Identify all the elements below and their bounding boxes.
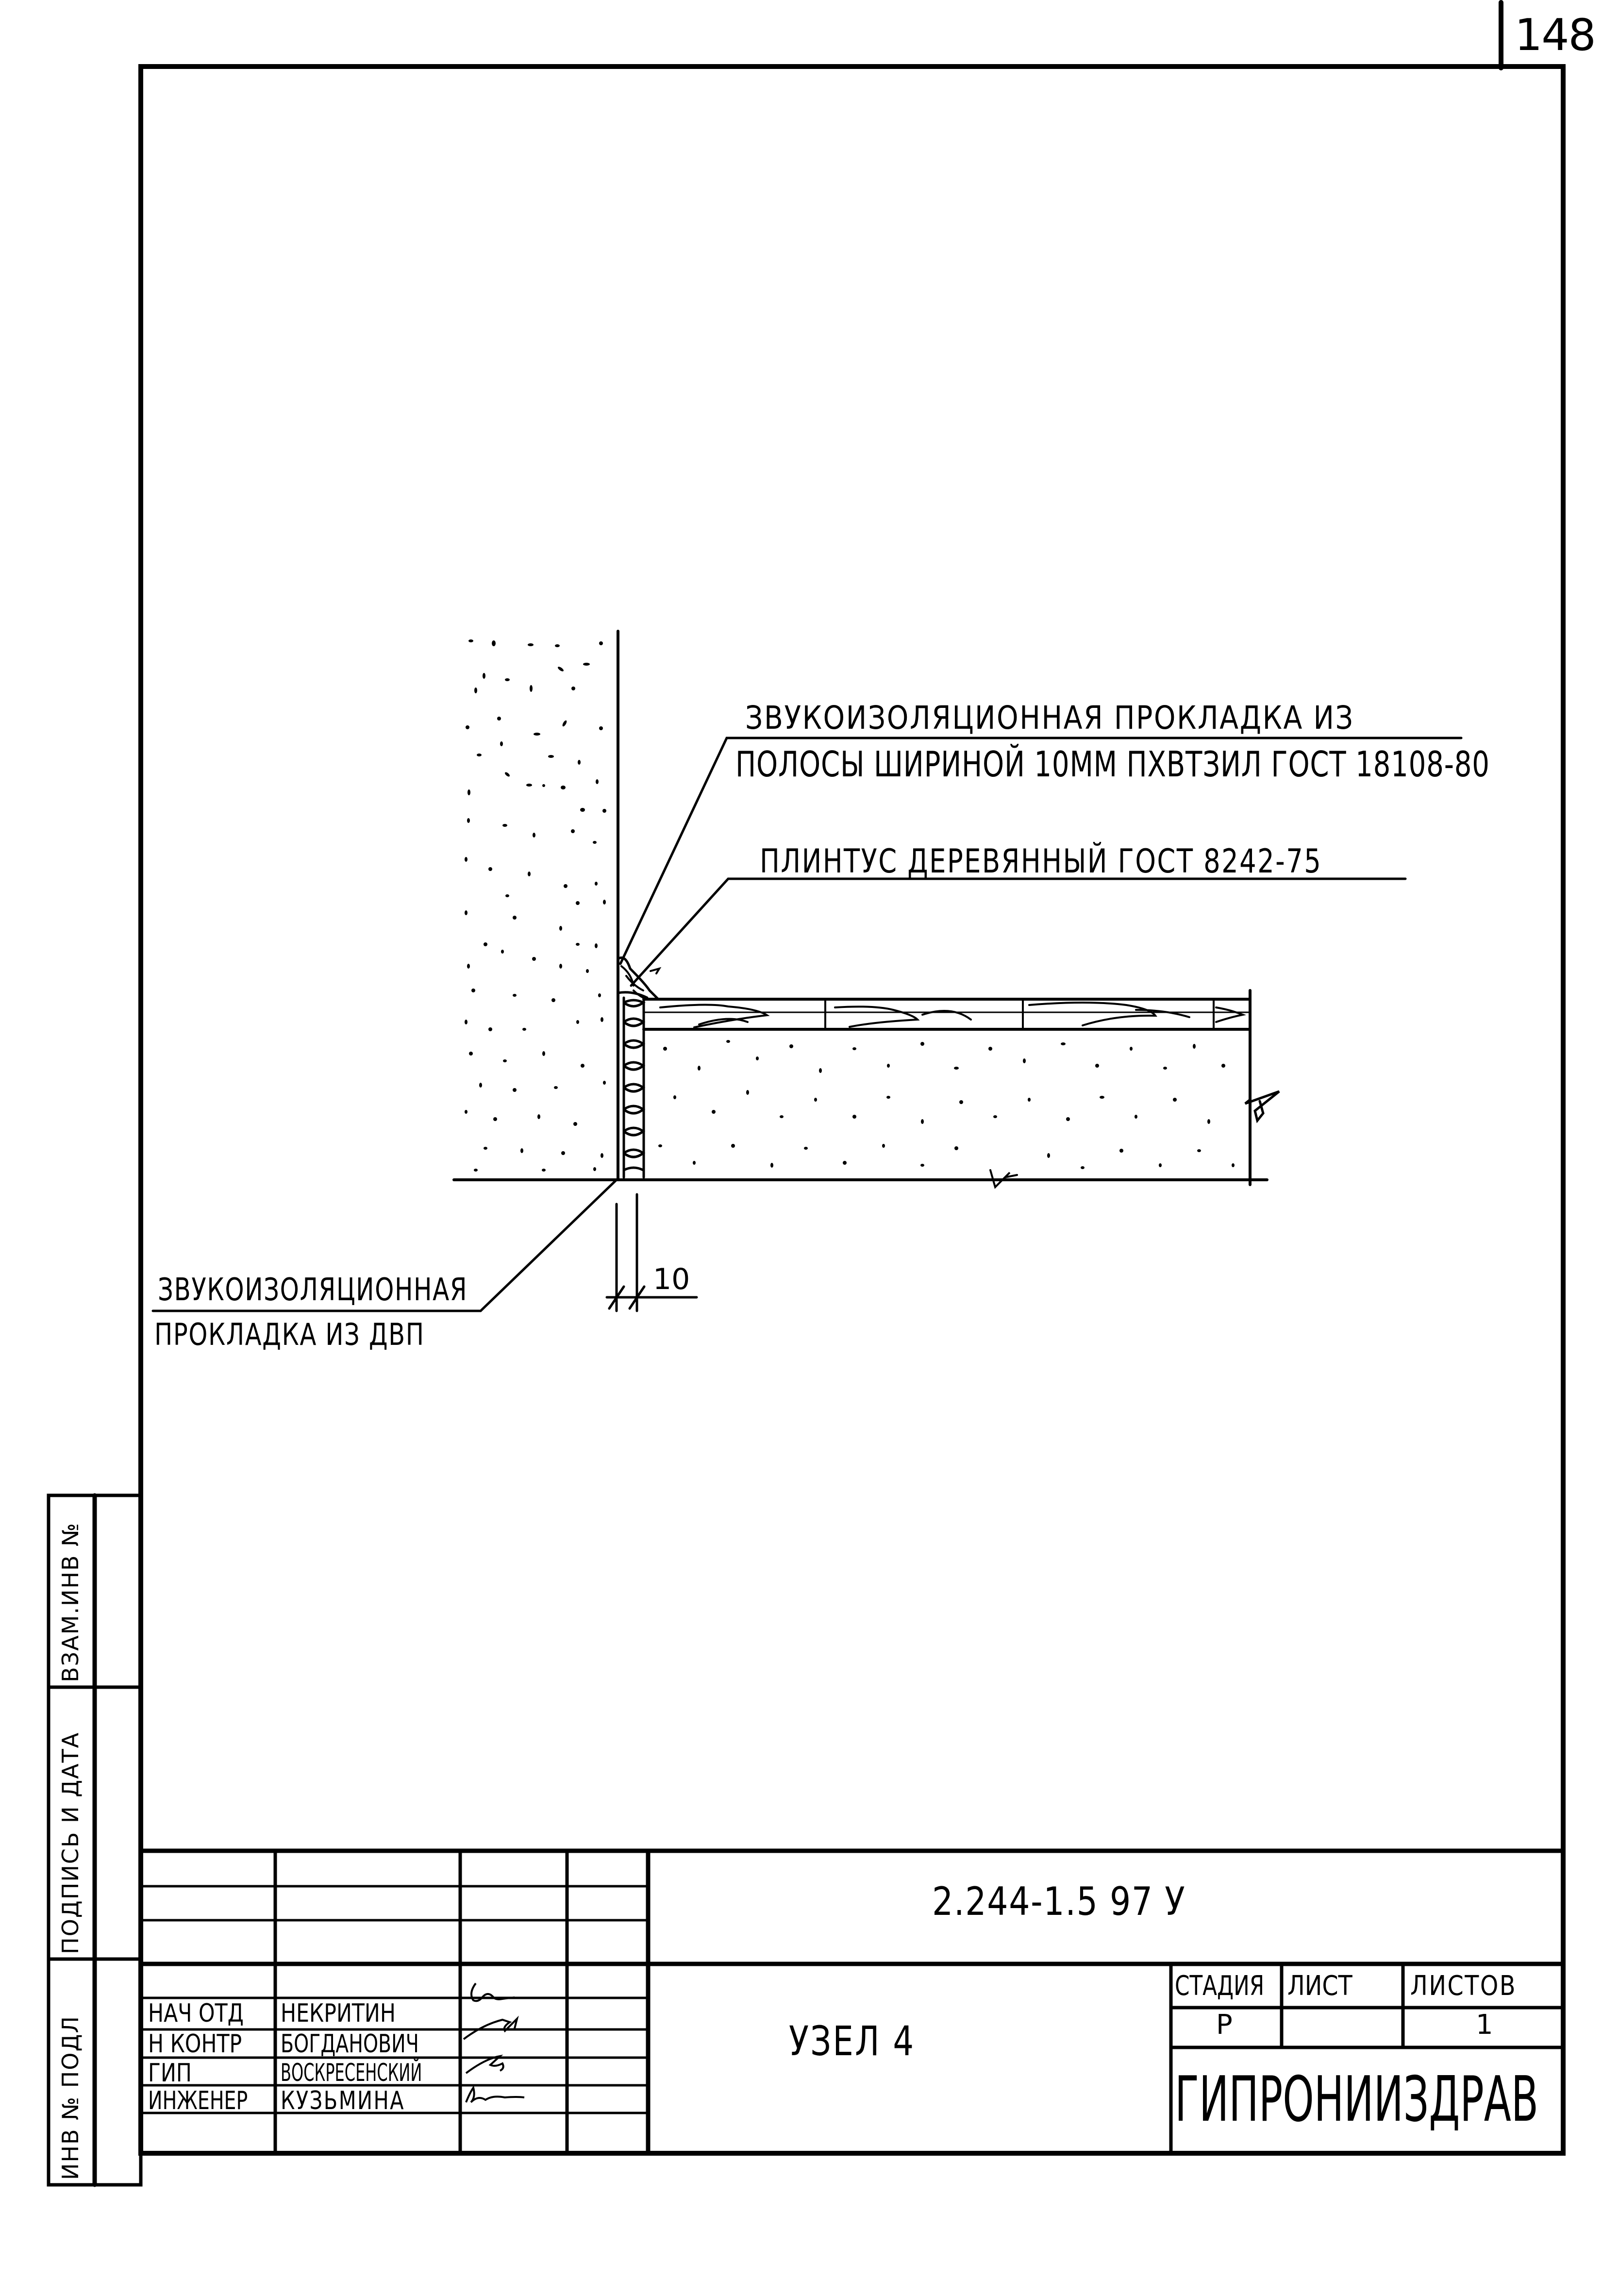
drawing-title: УЗЕЛ 4: [789, 2017, 916, 2065]
signature-4: [465, 2085, 525, 2103]
name-bogdanovich: БОГДАНОВИЧ: [281, 2029, 419, 2059]
title-block-grid: [138, 1848, 1566, 2156]
leader-bottom: [151, 1178, 618, 1312]
dimension-label: 10: [653, 1262, 690, 1296]
role-gip: ГИП: [148, 2059, 192, 2088]
document-code: 2.244-1.5 97 У: [932, 1879, 1186, 1924]
callout-bottom-line1: ЗВУКОИЗОЛЯЦИОННАЯ: [158, 1272, 468, 1308]
callout-baseboard: ПЛИНТУС ДЕРЕВЯННЫЙ ГОСТ 8242-75: [760, 842, 1322, 881]
name-kuzmina: КУЗЬМИНА: [281, 2086, 405, 2115]
leader-top: [619, 737, 1463, 965]
concrete-stipple: [465, 639, 1235, 1172]
side-stamp-grid: [47, 1493, 143, 2187]
leader-lines: [151, 737, 1463, 1312]
sheet-frame: [138, 64, 1566, 2156]
signature-1: [470, 1982, 515, 2002]
callout-top-line1: ЗВУКОИЗОЛЯЦИОННАЯ ПРОКЛАДКА ИЗ: [745, 699, 1354, 737]
callout-top-line2: ПОЛОСЫ ШИРИНОЙ 10ММ ПХВТЗИЛ ГОСТ 18108-8…: [735, 744, 1490, 785]
wall-section: [452, 630, 1268, 1181]
signature-scribbles: [463, 1982, 525, 2103]
subfloor-screed: [989, 989, 1280, 1189]
name-voskresenskiy: ВОСКРЕСЕНСКИЙ: [281, 2059, 422, 2087]
side-label-signature-date: ПОДПИСЬ И ДАТА: [57, 1731, 83, 1954]
role-inzhener: ИНЖЕНЕР: [148, 2086, 248, 2115]
dimension-10: [605, 1193, 698, 1312]
side-label-inv-podl: ИНВ № ПОДЛ: [57, 2015, 83, 2180]
side-label-vzam-inv: ВЗАМ.ИНВ №: [57, 1522, 83, 1682]
signature-3: [465, 2054, 504, 2074]
stage-header: СТАДИЯ: [1175, 1970, 1265, 2002]
sheets-value: 1: [1476, 2009, 1493, 2041]
sheet-header: ЛИСТ: [1287, 1970, 1352, 2002]
sheets-header: ЛИСТОВ: [1410, 1970, 1517, 2002]
leader-baseboard: [630, 877, 1407, 987]
stage-value: Р: [1216, 2009, 1233, 2041]
name-nekritin: НЕКРИТИН: [281, 1999, 396, 2028]
baseboard: [617, 956, 662, 1001]
organization-name: ГИПРОНИИЗДРАВ: [1175, 2063, 1539, 2136]
page-number: 148: [1515, 10, 1596, 61]
role-n-kontr: Н КОНТР: [148, 2029, 242, 2059]
role-nach-otd: НАЧ ОТД: [148, 1999, 244, 2028]
wood-floor-boards: [642, 998, 1252, 1031]
signature-2: [463, 2015, 519, 2040]
callout-bottom-line2: ПРОКЛАДКА ИЗ ДВП: [154, 1317, 425, 1352]
dvp-insulation-strip: [622, 996, 646, 1179]
